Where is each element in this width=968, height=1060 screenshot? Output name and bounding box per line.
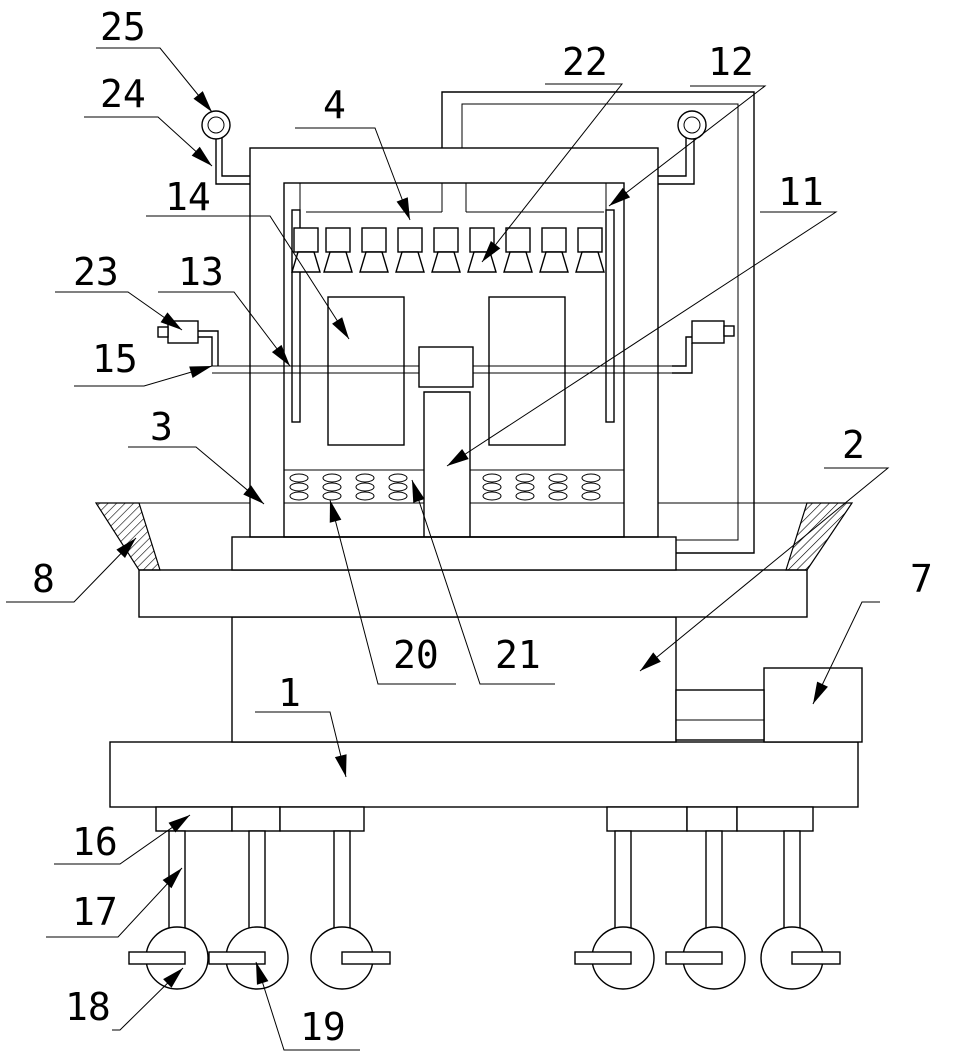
label-7: 7 — [910, 557, 933, 601]
leg-mount — [156, 807, 232, 831]
tray-left-wall — [96, 503, 160, 570]
label-20: 20 — [393, 633, 439, 677]
label-13: 13 — [178, 250, 224, 294]
spring — [549, 474, 567, 500]
leader-8 — [6, 538, 136, 602]
spring — [483, 474, 501, 500]
label-11: 11 — [778, 170, 824, 214]
leader-18 — [112, 968, 183, 1030]
motor-body — [764, 668, 862, 742]
leader-4 — [295, 128, 410, 220]
wheel — [129, 831, 208, 989]
center-gearbox — [419, 347, 473, 387]
nozzle — [540, 228, 568, 272]
wheel — [761, 831, 840, 989]
nozzle — [504, 228, 532, 272]
drying-block-right — [489, 297, 565, 445]
label-3: 3 — [150, 405, 173, 449]
spring — [290, 474, 308, 500]
wheel — [666, 831, 745, 989]
guide-rail-right — [606, 210, 614, 422]
leg-assembly — [129, 807, 840, 989]
frame-platform — [232, 537, 676, 570]
wheel — [209, 831, 288, 989]
label-21: 21 — [495, 633, 541, 677]
label-14: 14 — [165, 175, 211, 219]
spring-row — [290, 474, 600, 500]
motor-coupling — [676, 690, 764, 740]
nozzle — [432, 228, 460, 272]
label-1: 1 — [278, 671, 301, 715]
nozzle — [360, 228, 388, 272]
leg-mount — [232, 807, 280, 831]
spring — [582, 474, 600, 500]
leader-3 — [128, 447, 264, 504]
label-22: 22 — [562, 40, 608, 84]
nozzle — [396, 228, 424, 272]
spring — [356, 474, 374, 500]
leg-mount — [607, 807, 687, 831]
label-12: 12 — [708, 40, 754, 84]
right-pump — [692, 321, 724, 343]
label-16: 16 — [72, 820, 118, 864]
label-18: 18 — [65, 985, 111, 1029]
wheel — [311, 831, 390, 989]
leader-23 — [55, 292, 182, 330]
tray-right-wall — [786, 503, 852, 570]
spring — [516, 474, 534, 500]
label-15: 15 — [92, 337, 138, 381]
nozzle-row — [292, 228, 604, 272]
nozzle — [292, 228, 320, 272]
nozzle — [324, 228, 352, 272]
label-25: 25 — [100, 5, 146, 49]
wheel — [575, 831, 654, 989]
label-24: 24 — [100, 72, 146, 116]
leg-mount — [737, 807, 813, 831]
label-2: 2 — [842, 423, 865, 467]
label-17: 17 — [72, 890, 118, 934]
leader-24 — [84, 117, 212, 166]
tray-bottom — [139, 570, 807, 617]
label-8: 8 — [32, 557, 55, 601]
label-4: 4 — [323, 83, 346, 127]
leg-mount — [687, 807, 737, 831]
base-plate — [110, 742, 858, 807]
frame-outer — [250, 148, 658, 537]
label-23: 23 — [73, 250, 119, 294]
leg-mount — [280, 807, 364, 831]
spring — [389, 474, 407, 500]
spring — [323, 474, 341, 500]
nozzle — [576, 228, 604, 272]
pressure-gauge-left — [202, 111, 230, 139]
label-19: 19 — [300, 1005, 346, 1049]
